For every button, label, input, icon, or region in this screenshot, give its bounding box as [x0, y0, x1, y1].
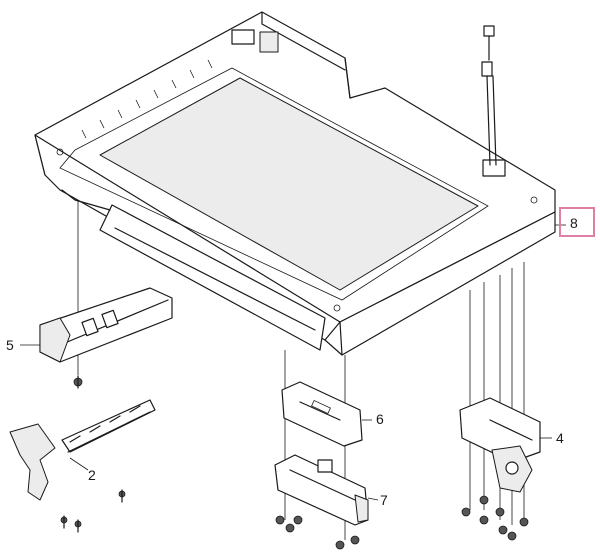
scanner-front-face	[339, 211, 556, 356]
hinge-slot	[482, 159, 506, 177]
rear-connector	[231, 29, 255, 45]
loose-screws	[60, 489, 126, 533]
part-5-bracket	[39, 287, 173, 389]
cable-assembly	[481, 25, 497, 166]
callout-4: 4	[556, 430, 564, 446]
callout-8: 8	[570, 215, 578, 231]
callout-7: 7	[380, 492, 388, 508]
part-4-bracket	[459, 397, 541, 493]
part-6-plate	[281, 381, 363, 447]
rear-latch	[259, 31, 279, 53]
leader-lines	[20, 224, 566, 501]
highlight-box	[559, 207, 595, 237]
part-2-bracket	[9, 399, 156, 501]
ruler-ticks	[81, 59, 213, 139]
part-7-plate	[274, 454, 369, 526]
scanner-assembly	[34, 11, 556, 356]
bottom-screws	[275, 495, 529, 550]
scan-glass	[99, 77, 479, 291]
callout-5: 5	[6, 337, 14, 353]
callout-2: 2	[88, 467, 96, 483]
callout-6: 6	[376, 411, 384, 427]
